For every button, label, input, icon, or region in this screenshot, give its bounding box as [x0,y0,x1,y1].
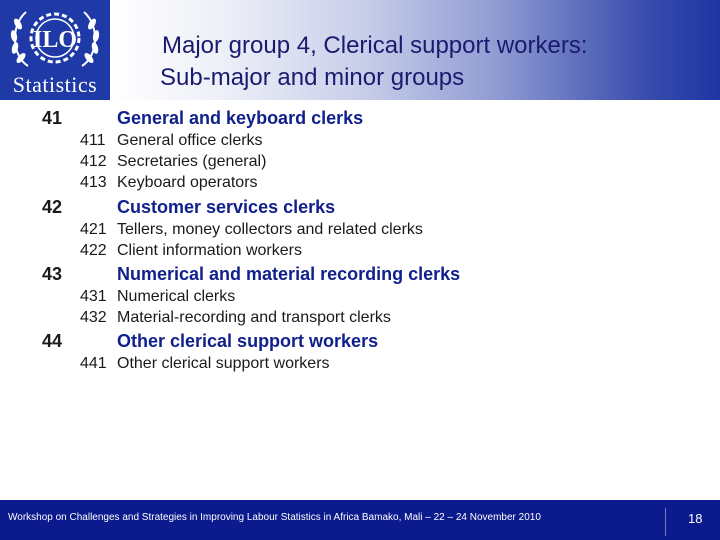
minor-item-413: 413 Keyboard operators [80,174,258,192]
svg-text:ILO: ILO [33,27,77,53]
title-line-2: Sub-major and minor groups [160,64,465,91]
minor-label: Other clerical support workers [117,355,330,372]
group-code-44: 44 [42,331,63,351]
logo-caption: Statistics [12,72,98,97]
group-code-42: 42 [42,197,63,217]
minor-code: 422 [80,242,107,259]
minor-code: 421 [80,221,107,238]
minor-label: Tellers, money collectors and related cl… [117,221,423,238]
ilo-emblem-icon: ILO [10,11,100,67]
group-title-42: Customer services clerks [117,197,336,217]
minor-code: 413 [80,174,107,191]
group-code-41: 41 [42,108,63,128]
page-number: 18 [688,511,703,526]
minor-item-421: 421 Tellers, money collectors and related… [80,221,423,239]
minor-label: Numerical clerks [117,288,236,305]
page-title: Major group 4, Clerical support workers:… [160,30,702,94]
footer-text: Workshop on Challenges and Strategies in… [8,512,541,523]
minor-item-441: 441 Other clerical support workers [80,355,330,373]
minor-code: 411 [80,132,106,149]
minor-label: Client information workers [117,242,302,259]
minor-label: General office clerks [117,132,263,149]
group-title-43: Numerical and material recording clerks [117,264,461,284]
group-title-44: Other clerical support workers [117,331,379,351]
minor-code: 431 [80,288,107,305]
minor-item-412: 412 Secretaries (general) [80,153,266,171]
minor-item-432: 432 Material-recording and transport cler… [80,309,391,327]
footer-bar [0,500,720,540]
minor-item-422: 422 Client information workers [80,242,302,260]
ilo-logo: ILO Statistics [0,0,110,100]
minor-item-411: 411 General office clerks [80,132,263,150]
minor-label: Secretaries (general) [117,153,267,170]
footer-divider [665,508,666,536]
minor-code: 441 [80,355,107,372]
minor-item-431: 431 Numerical clerks [80,288,235,306]
minor-code: 412 [80,153,107,170]
header-band [0,0,720,100]
minor-label: Keyboard operators [117,174,258,191]
group-code-43: 43 [42,264,63,284]
minor-label: Material-recording and transport clerks [117,309,391,326]
title-line-1: Major group 4, Clerical support workers: [162,32,588,59]
group-title-41: General and keyboard clerks [117,108,364,128]
minor-code: 432 [80,309,107,326]
